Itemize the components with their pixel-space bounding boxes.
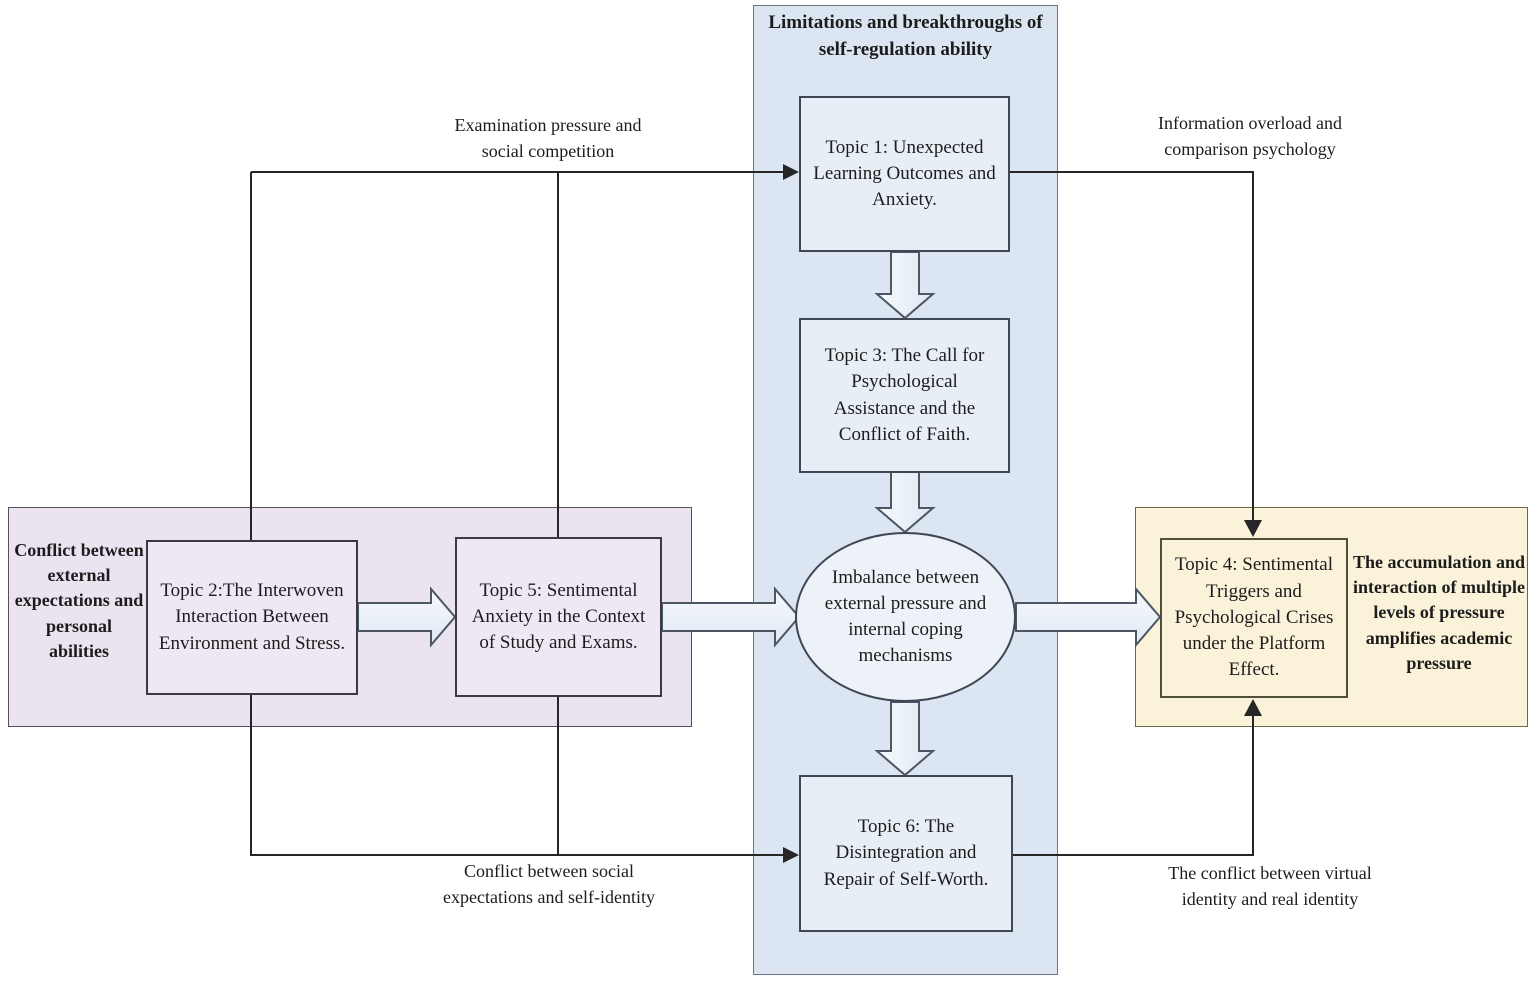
- edge-label-information-overload: Information overload and comparison psyc…: [1158, 113, 1342, 160]
- center-panel-title: Limitations and breakthroughs of self-re…: [768, 12, 1043, 60]
- arrowhead-into-topic4-top: [1244, 520, 1262, 537]
- edge-label-exam-pressure: Examination pressure and social competit…: [454, 115, 642, 162]
- block-arrow-topic2-topic5: [357, 586, 457, 648]
- node-topic3: Topic 3: The Call for Psychological Assi…: [799, 318, 1010, 473]
- connector-topic6-to-topic4: [1013, 708, 1254, 856]
- node-topic4: Topic 4: Sentimental Triggers and Psycho…: [1160, 538, 1348, 698]
- block-arrow-topic3-imbalance: [874, 471, 936, 534]
- node-topic1: Topic 1: Unexpected Learning Outcomes an…: [799, 96, 1010, 252]
- block-arrow-imbalance-topic4: [1015, 586, 1162, 648]
- node-topic2: Topic 2:The Interwoven Interaction Betwe…: [146, 540, 358, 695]
- connector-topic1-to-topic4: [1010, 171, 1254, 528]
- node-topic6: Topic 6: The Disintegration and Repair o…: [799, 775, 1013, 932]
- edge-label-social-expectations: Conflict between social expectations and…: [443, 861, 655, 908]
- arrowhead-into-topic1: [783, 164, 799, 180]
- connector-bottomleft-horizontal: [250, 695, 786, 856]
- edge-label-virtual-identity: The conflict between virtual identity an…: [1168, 863, 1372, 910]
- node-topic5: Topic 5: Sentimental Anxiety in the Cont…: [455, 537, 662, 697]
- right-panel-caption: The accumulation and interaction of mult…: [1352, 552, 1526, 673]
- left-panel-caption: Conflict between external expectations a…: [14, 540, 144, 661]
- node-imbalance-ellipse: Imbalance between external pressure and …: [795, 532, 1016, 702]
- arrowhead-into-topic6: [783, 847, 799, 863]
- block-arrow-topic5-imbalance: [661, 586, 801, 648]
- block-arrow-topic1-topic3: [874, 251, 936, 320]
- block-arrow-imbalance-topic6: [874, 701, 936, 777]
- arrowhead-into-topic4-bottom: [1244, 699, 1262, 716]
